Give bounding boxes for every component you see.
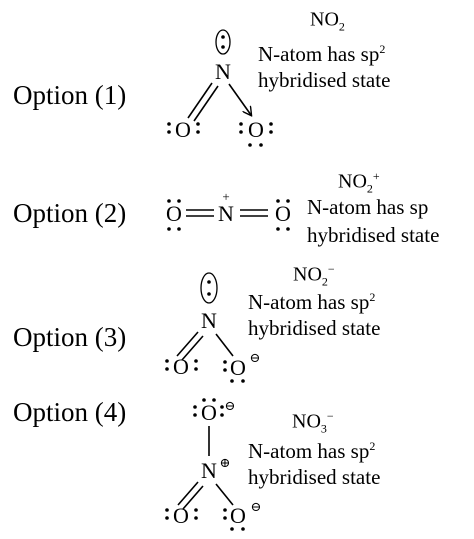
nitrogen-atom: N xyxy=(201,458,217,483)
negative-charge: ⊖ xyxy=(251,499,262,514)
positive-charge: ⊕ xyxy=(220,455,231,470)
oxygen-atom: O xyxy=(173,354,189,379)
option-1-label: Option (1) xyxy=(13,80,127,110)
option-2-desc-line2: hybridised state xyxy=(307,223,440,247)
lone-pair-orbital xyxy=(215,29,231,55)
nitrogen-atom: N xyxy=(201,308,217,333)
option-3-desc-line2: hybridised state xyxy=(248,316,381,340)
nitrogen-atom: N xyxy=(215,59,231,84)
option-4-formula: NO3− xyxy=(292,409,334,436)
option-1-formula: NO2 xyxy=(310,8,345,34)
option-3-formula: NO2− xyxy=(293,262,335,289)
negative-charge: ⊖ xyxy=(250,350,261,365)
option-4-desc-line1: N-atom has sp2 xyxy=(248,439,376,463)
option-3-desc-line1: N-atom has sp2 xyxy=(248,290,376,314)
option-4-structure: O ⊖ N ⊕ O O ⊖ xyxy=(165,398,261,531)
lone-pair-orbital xyxy=(200,272,218,304)
negative-charge: ⊖ xyxy=(225,398,236,413)
option-4-label: Option (4) xyxy=(13,397,127,427)
option-4-desc-line2: hybridised state xyxy=(248,465,381,489)
option-2-structure: O N + O xyxy=(166,189,291,231)
coordinate-bond-arrow xyxy=(228,83,251,115)
option-2-label: Option (2) xyxy=(13,198,127,228)
oxygen-atom: O xyxy=(230,503,246,528)
nitrogen-atom: N xyxy=(218,201,234,226)
oxygen-atom: O xyxy=(166,201,182,226)
oxygen-atom: O xyxy=(201,400,217,425)
option-3-label: Option (3) xyxy=(13,322,127,352)
positive-charge: + xyxy=(222,189,229,204)
oxygen-atom: O xyxy=(230,355,246,380)
option-1-desc-line2: hybridised state xyxy=(258,68,391,92)
option-2-formula: NO2+ xyxy=(338,169,380,196)
oxygen-atom: O xyxy=(173,503,189,528)
option-1-structure: N O O xyxy=(167,29,273,147)
option-2-desc-line1: N-atom has sp xyxy=(307,195,429,219)
oxygen-atom: O xyxy=(248,117,264,142)
option-1-desc-line1: N-atom has sp2 xyxy=(258,42,386,66)
oxygen-atom: O xyxy=(175,117,191,142)
oxygen-atom: O xyxy=(275,201,291,226)
option-3-structure: N O O ⊖ xyxy=(165,272,261,383)
